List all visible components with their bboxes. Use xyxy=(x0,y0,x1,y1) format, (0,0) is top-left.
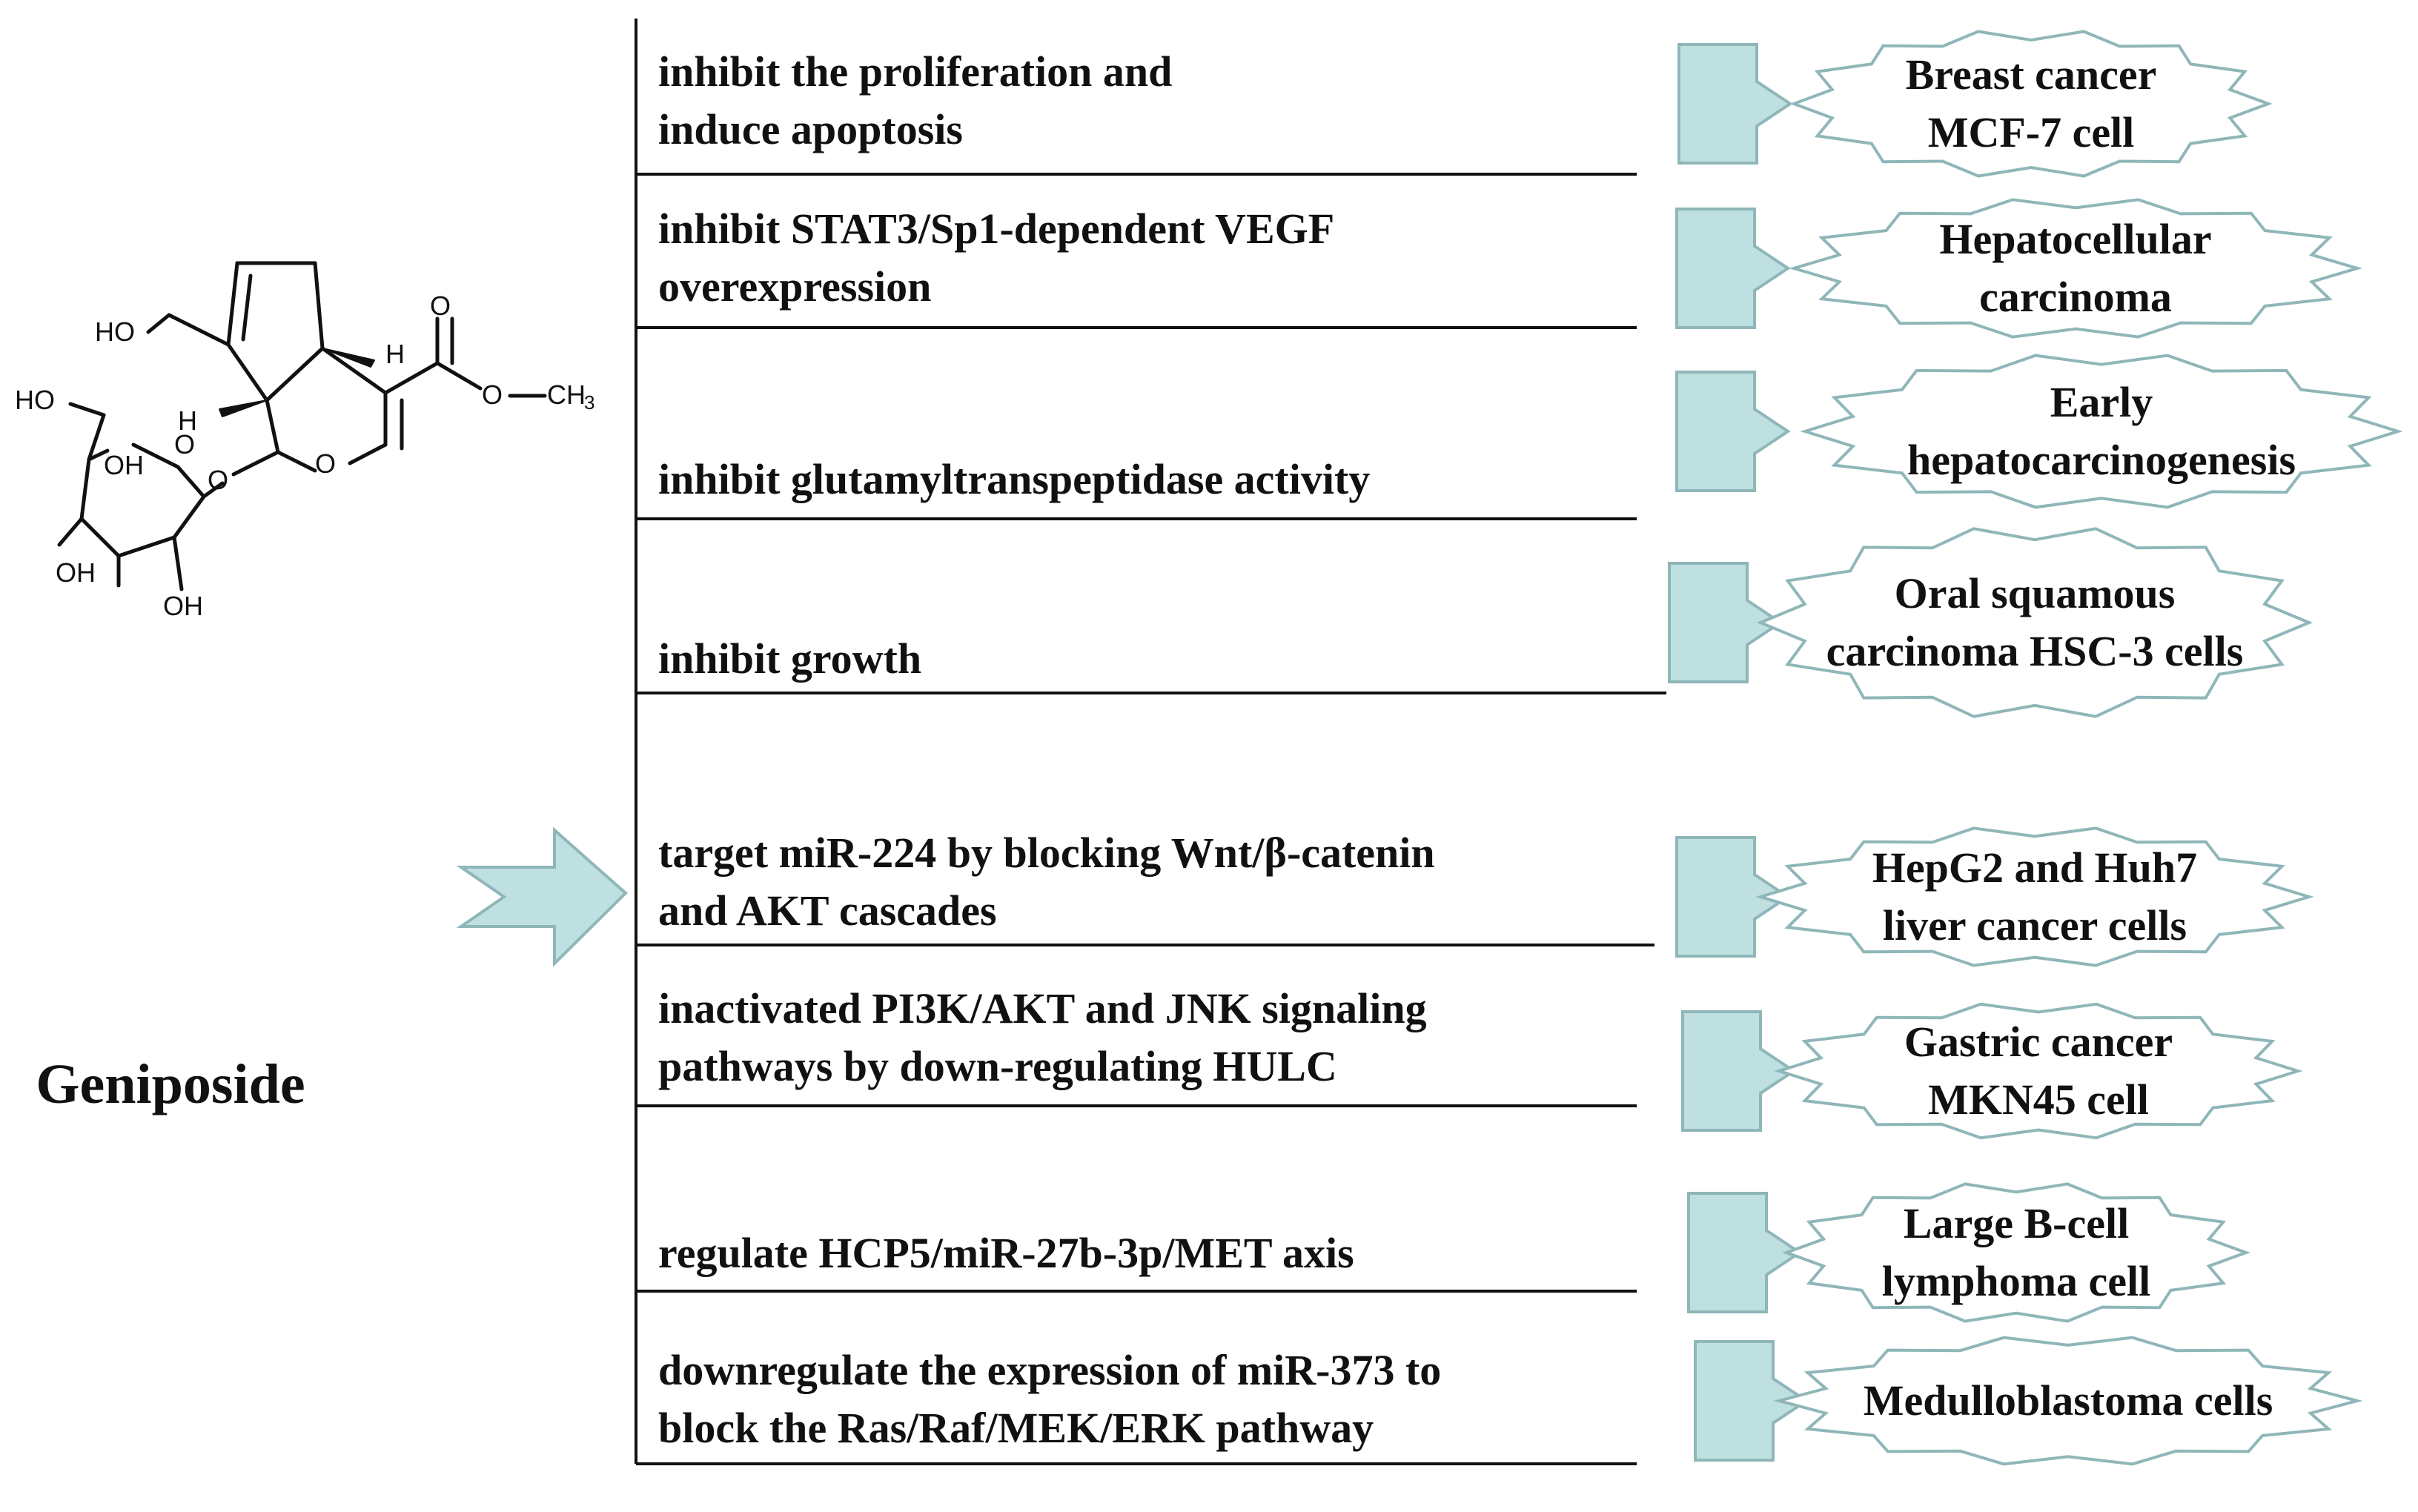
target-label-line: Breast cancer xyxy=(1905,50,2157,99)
mechanism-text: downregulate the expression of miR-373 t… xyxy=(658,1342,1622,1457)
target-label: Large B-cell lymphoma cell xyxy=(1779,1195,2253,1310)
mechanism-line: overexpression xyxy=(658,262,932,311)
mechanism-line: target miR-224 by blocking Wnt/β-catenin xyxy=(658,829,1435,877)
target-label-line: Gastric cancer xyxy=(1904,1018,2173,1066)
mechanism-line: pathways by down-regulating HULC xyxy=(658,1042,1337,1090)
compound-name: Geniposide xyxy=(36,1053,305,1115)
atom-label-h: H xyxy=(178,405,197,436)
target-label-line: Oral squamous xyxy=(1894,569,2176,617)
atom-label-ch3: CH xyxy=(547,379,586,410)
connector-arrows xyxy=(1668,43,1809,1462)
target-label-line: Early xyxy=(2050,378,2153,426)
atom-label-ho: HO xyxy=(15,385,55,415)
connector-arrow-icon xyxy=(1668,562,1783,683)
mechanism-line: block the Ras/Raf/MEK/ERK pathway xyxy=(658,1404,1374,1452)
mechanism-text: inactivated PI3K/AKT and JNK signaling pa… xyxy=(658,980,1622,1095)
target-label-line: carcinoma xyxy=(1979,273,2172,321)
main-arrow-icon xyxy=(456,826,628,967)
target-badge-shape xyxy=(1782,1182,2250,1323)
atom-label-oh: OH xyxy=(163,591,203,621)
target-badge-shape xyxy=(1755,826,2314,967)
target-badge-shape xyxy=(1773,1336,2363,1466)
target-badge-shape xyxy=(1789,30,2273,178)
mechanism-text: inhibit growth xyxy=(658,630,1622,688)
mechanism-text: regulate HCP5/miR-27b-3p/MET axis xyxy=(658,1224,1622,1282)
mechanism-text: inhibit STAT3/Sp1-dependent VEGF overexpr… xyxy=(658,200,1622,316)
target-badge-shape xyxy=(1756,527,2313,718)
target-badges xyxy=(1755,30,2403,1466)
target-label: Oral squamous carcinoma HSC-3 cells xyxy=(1798,565,2272,680)
target-label-line: carcinoma HSC-3 cells xyxy=(1826,627,2244,675)
mechanism-line: and AKT cascades xyxy=(658,886,997,935)
target-label: Medulloblastoma cells xyxy=(1831,1372,2305,1430)
mechanism-text: inhibit glutamyltranspeptidase activity xyxy=(658,451,1622,508)
target-label: Early hepatocarcinogenesis xyxy=(1864,374,2339,489)
mechanism-line: induce apoptosis xyxy=(658,105,963,153)
connector-arrow-icon xyxy=(1687,1192,1803,1313)
target-label: Hepatocellular carcinoma xyxy=(1838,210,2313,326)
mechanism-line: inhibit glutamyltranspeptidase activity xyxy=(658,455,1371,503)
mechanism-text: inhibit the proliferation and induce apop… xyxy=(658,43,1622,159)
mechanism-line: inhibit the proliferation and xyxy=(658,47,1173,96)
mechanism-line: downregulate the expression of miR-373 t… xyxy=(658,1346,1442,1394)
mechanism-line: regulate HCP5/miR-27b-3p/MET axis xyxy=(658,1229,1354,1277)
atom-label-oh: OH xyxy=(56,557,96,588)
connector-arrow-icon xyxy=(1694,1340,1809,1462)
atom-label-o: O xyxy=(430,291,451,321)
separator-lines xyxy=(636,173,1666,1465)
connector-arrow-icon xyxy=(1675,836,1791,958)
atom-label-subscript: 3 xyxy=(584,391,594,414)
target-label-line: lymphoma cell xyxy=(1881,1257,2151,1305)
atom-label-oh: OH xyxy=(104,450,144,480)
target-badge-shape xyxy=(1774,1002,2303,1140)
atom-label-ho: HO xyxy=(95,316,135,347)
atom-label-o: O xyxy=(482,379,503,410)
connector-arrow-icon xyxy=(1681,1010,1797,1132)
target-label-line: MKN45 cell xyxy=(1928,1075,2149,1124)
target-label-line: Medulloblastoma cells xyxy=(1863,1376,2273,1425)
mechanism-line: inhibit STAT3/Sp1-dependent VEGF xyxy=(658,205,1335,253)
target-label-line: Large B-cell xyxy=(1903,1199,2130,1247)
target-label-line: hepatocarcinogenesis xyxy=(1907,436,2296,484)
chemical-structure xyxy=(57,261,547,591)
connector-arrow-icon xyxy=(1675,208,1791,329)
target-label-line: HepG2 and Huh7 xyxy=(1872,843,2198,892)
target-badge-shape xyxy=(1800,354,2403,509)
atom-label-o: O xyxy=(315,448,336,479)
atom-label-o: O xyxy=(174,429,195,460)
target-label-line: Hepatocellular xyxy=(1939,215,2212,263)
mechanism-text: target miR-224 by blocking Wnt/β-catenin… xyxy=(658,824,1622,940)
target-label-line: liver cancer cells xyxy=(1882,901,2187,949)
mechanism-line: inactivated PI3K/AKT and JNK signaling xyxy=(658,984,1427,1032)
atom-label-o: O xyxy=(208,465,228,495)
target-badge-shape xyxy=(1788,198,2363,339)
connector-arrow-icon xyxy=(1677,43,1793,165)
connector-arrow-icon xyxy=(1675,371,1791,492)
structure-atom-labels: HO HO H H O O CH 3 O O O OH OH OH xyxy=(15,291,594,621)
target-label-line: MCF-7 cell xyxy=(1927,108,2135,156)
atom-label-h: H xyxy=(385,339,405,369)
target-label: HepG2 and Huh7 liver cancer cells xyxy=(1798,839,2272,955)
mechanism-line: inhibit growth xyxy=(658,634,922,683)
